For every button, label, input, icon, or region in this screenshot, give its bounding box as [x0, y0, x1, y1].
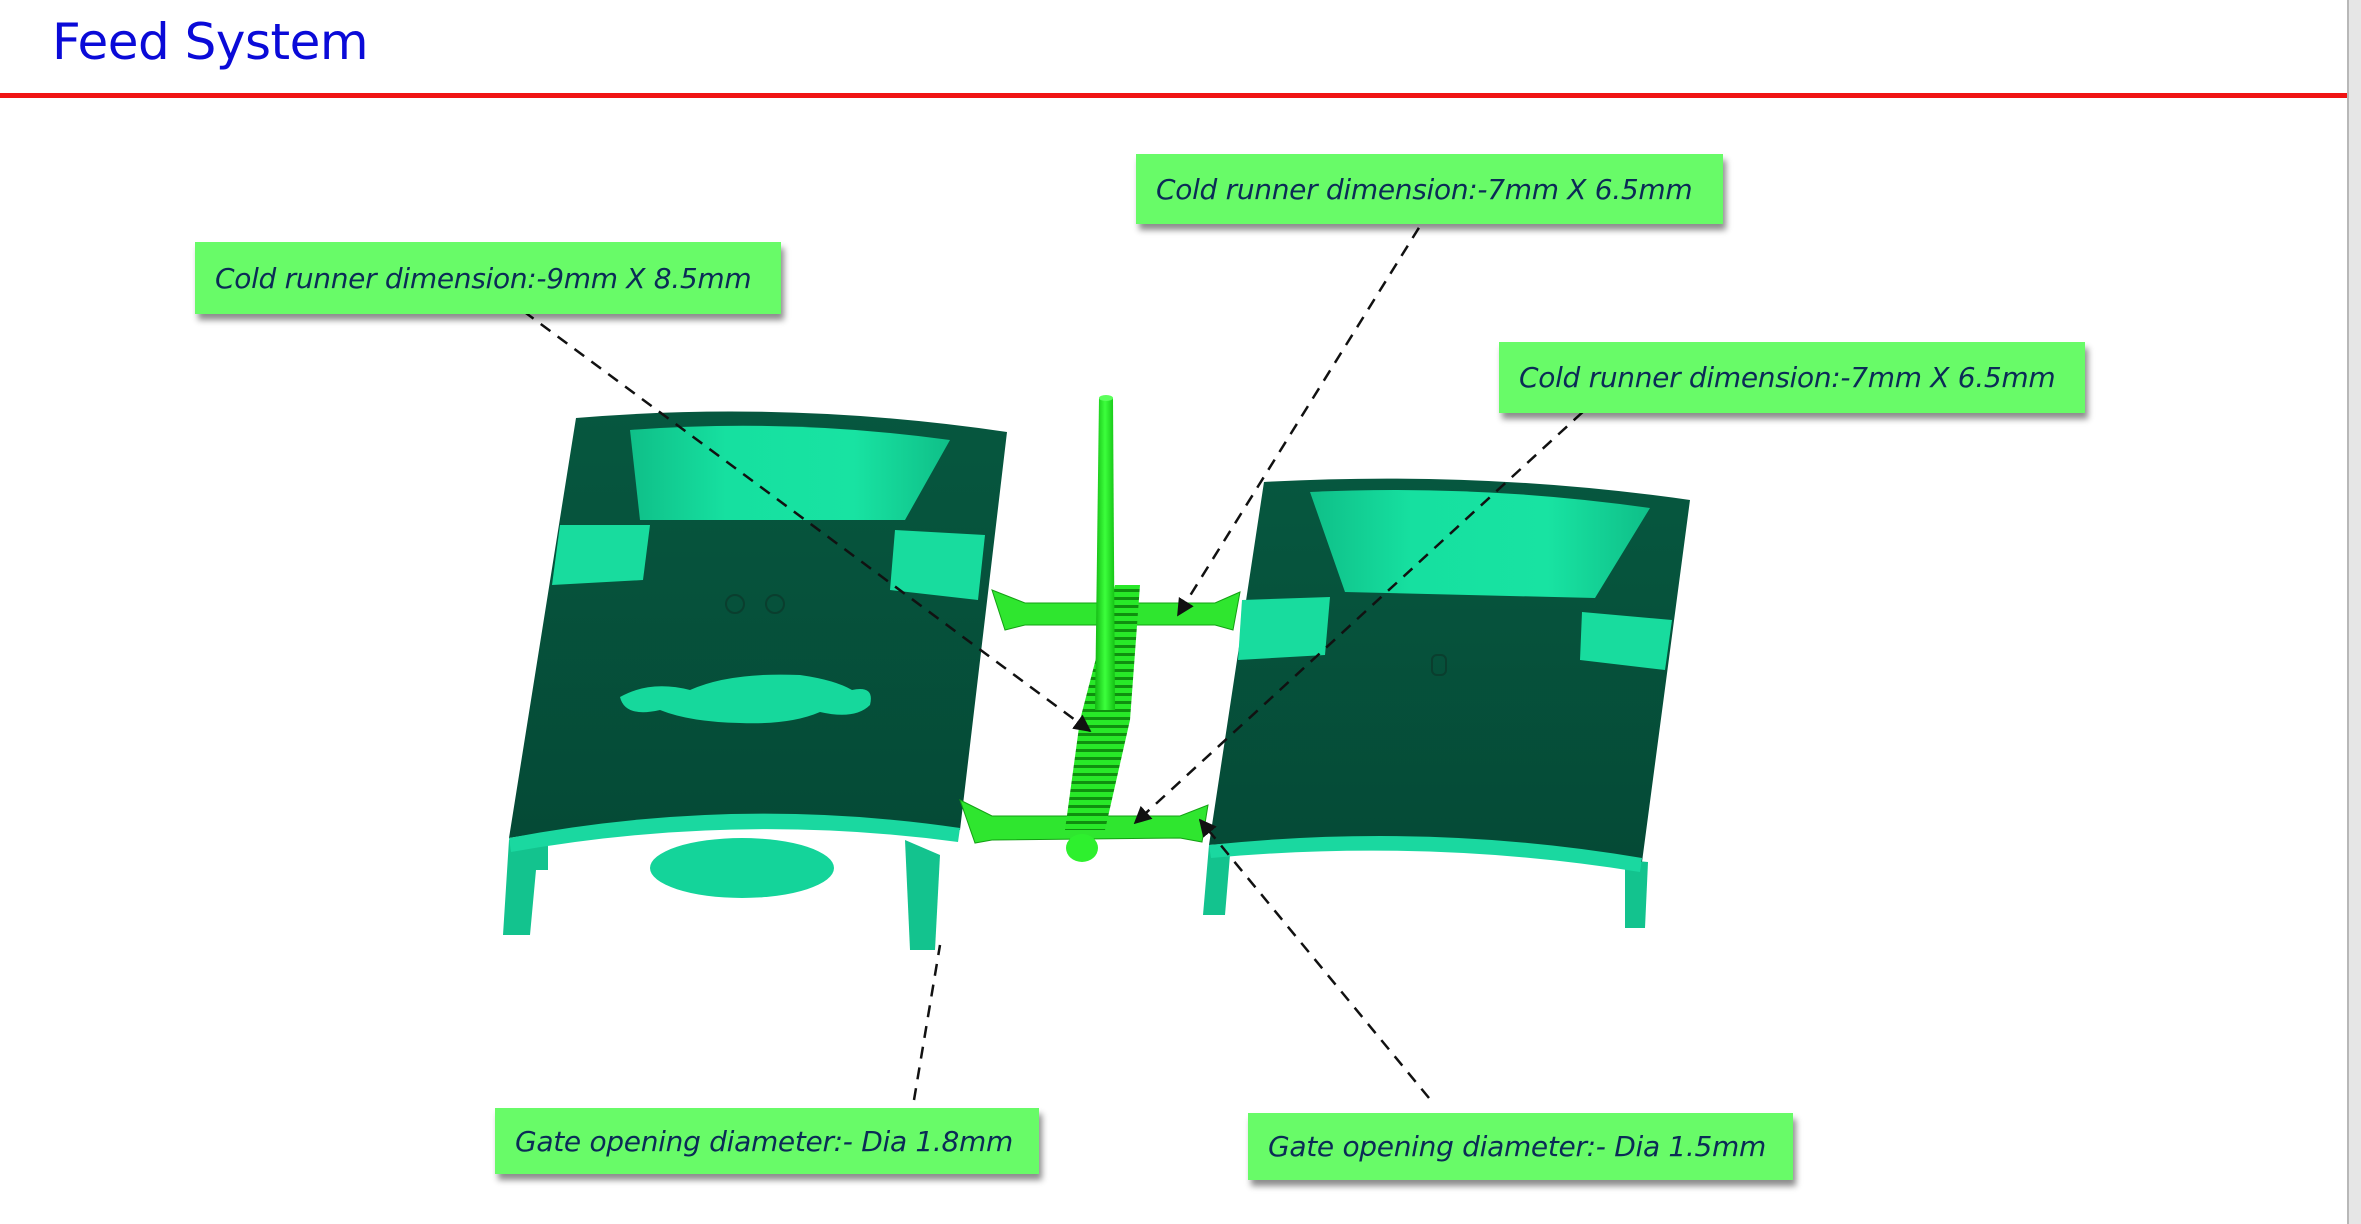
- title-divider: [0, 93, 2347, 98]
- leader-lines: [506, 209, 1599, 1101]
- callout-text: Cold runner dimension:-7mm X 6.5mm: [1156, 172, 1693, 206]
- callout-gate-left: Gate opening diameter:- Dia 1.8mm: [495, 1108, 1039, 1174]
- callout-runner-main: Cold runner dimension:-9mm X 8.5mm: [195, 242, 781, 314]
- left-cavity-part: [503, 411, 1007, 950]
- callout-text: Gate opening diameter:- Dia 1.8mm: [515, 1124, 1013, 1158]
- callout-text: Gate opening diameter:- Dia 1.5mm: [1268, 1130, 1766, 1163]
- right-cavity-part: [1203, 478, 1690, 928]
- callout-text: Cold runner dimension:-7mm X 6.5mm: [1519, 361, 2056, 394]
- leader-gate-right: [1198, 818, 1430, 1099]
- callout-gate-right: Gate opening diameter:- Dia 1.5mm: [1248, 1113, 1793, 1180]
- callout-runner-upper: Cold runner dimension:-7mm X 6.5mm: [1136, 154, 1723, 224]
- page-title: Feed System: [52, 13, 369, 71]
- leader-runner-upper: [1176, 209, 1432, 617]
- callout-runner-lower: Cold runner dimension:-7mm X 6.5mm: [1499, 342, 2085, 413]
- leader-runner-main: [506, 297, 1092, 733]
- callout-text: Cold runner dimension:-9mm X 8.5mm: [215, 261, 752, 295]
- window-edge-gutter: [2349, 0, 2361, 1224]
- leader-gate-left: [912, 944, 942, 1101]
- runner-system: [959, 395, 1241, 862]
